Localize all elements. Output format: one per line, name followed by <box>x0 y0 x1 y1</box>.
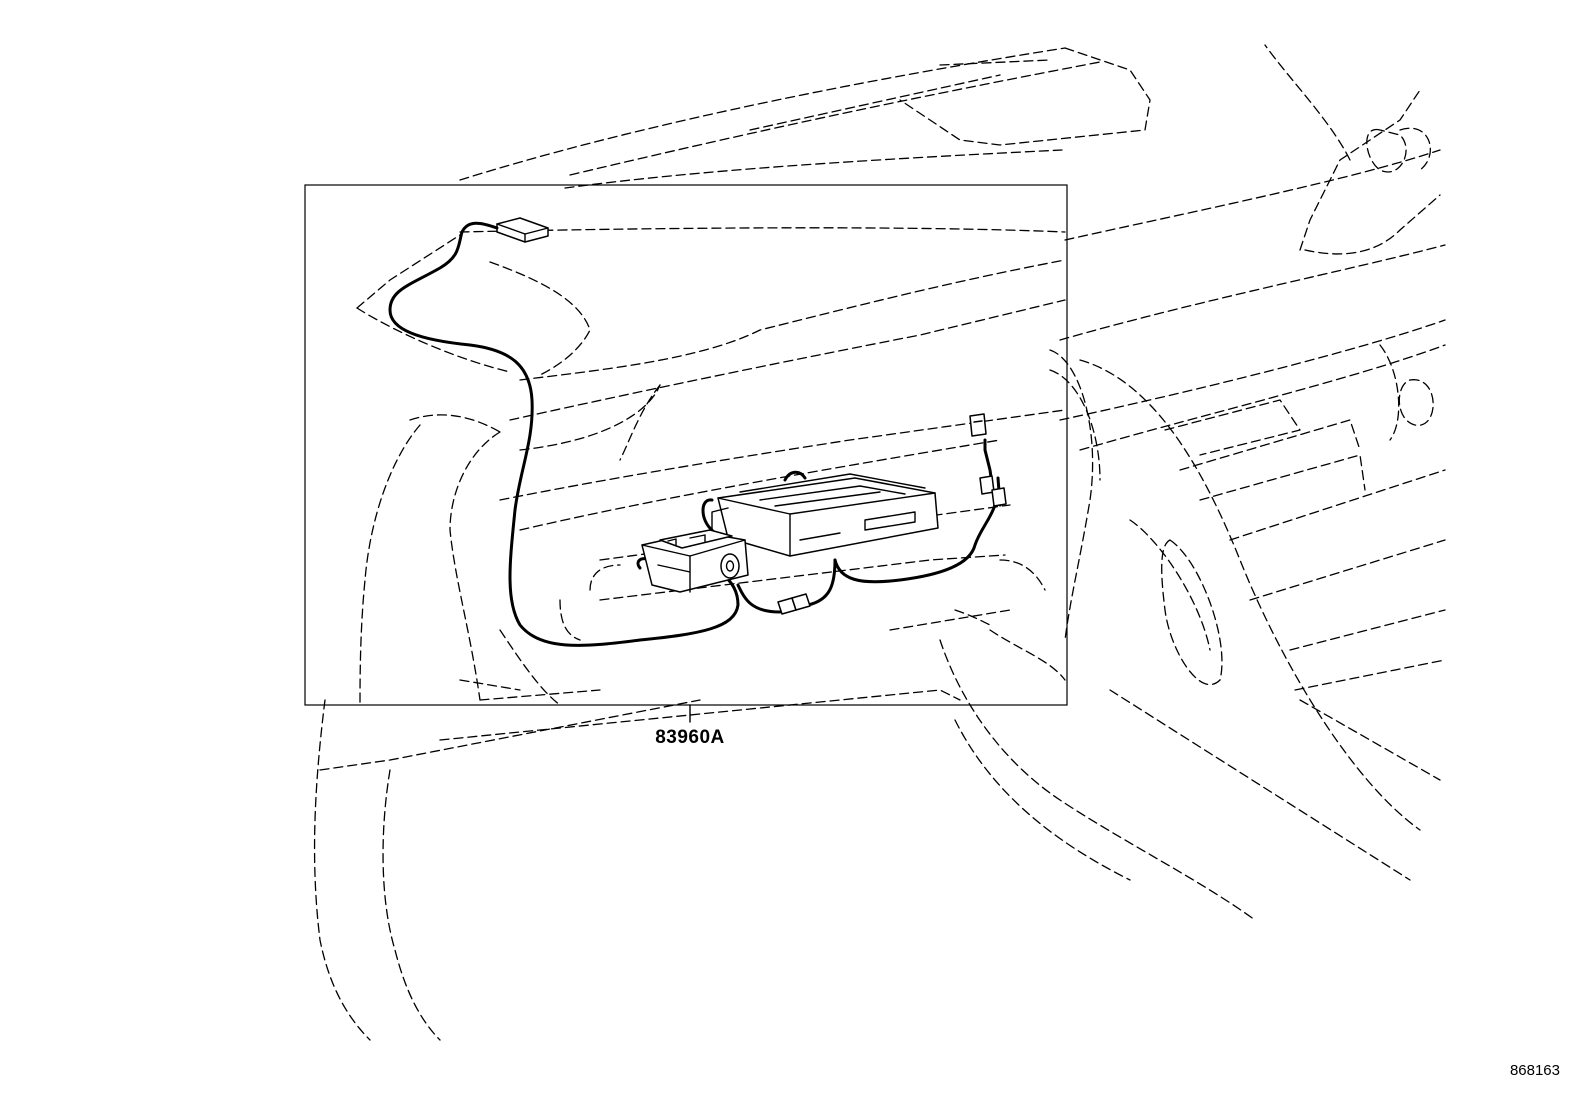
part-number-label: 83960A <box>655 727 725 748</box>
dashboard-background-outline <box>313 44 1446 1041</box>
control-module <box>641 529 749 593</box>
terminal-connectors <box>969 413 1007 507</box>
part-callout: 83960A <box>655 704 725 748</box>
figure-number: 868163 <box>1510 1062 1560 1079</box>
antenna-module <box>496 217 549 243</box>
inline-connector <box>777 593 811 615</box>
detail-dashboard-outline <box>356 149 1094 706</box>
receiver-unit <box>711 473 939 557</box>
detail-frame <box>304 184 1068 706</box>
